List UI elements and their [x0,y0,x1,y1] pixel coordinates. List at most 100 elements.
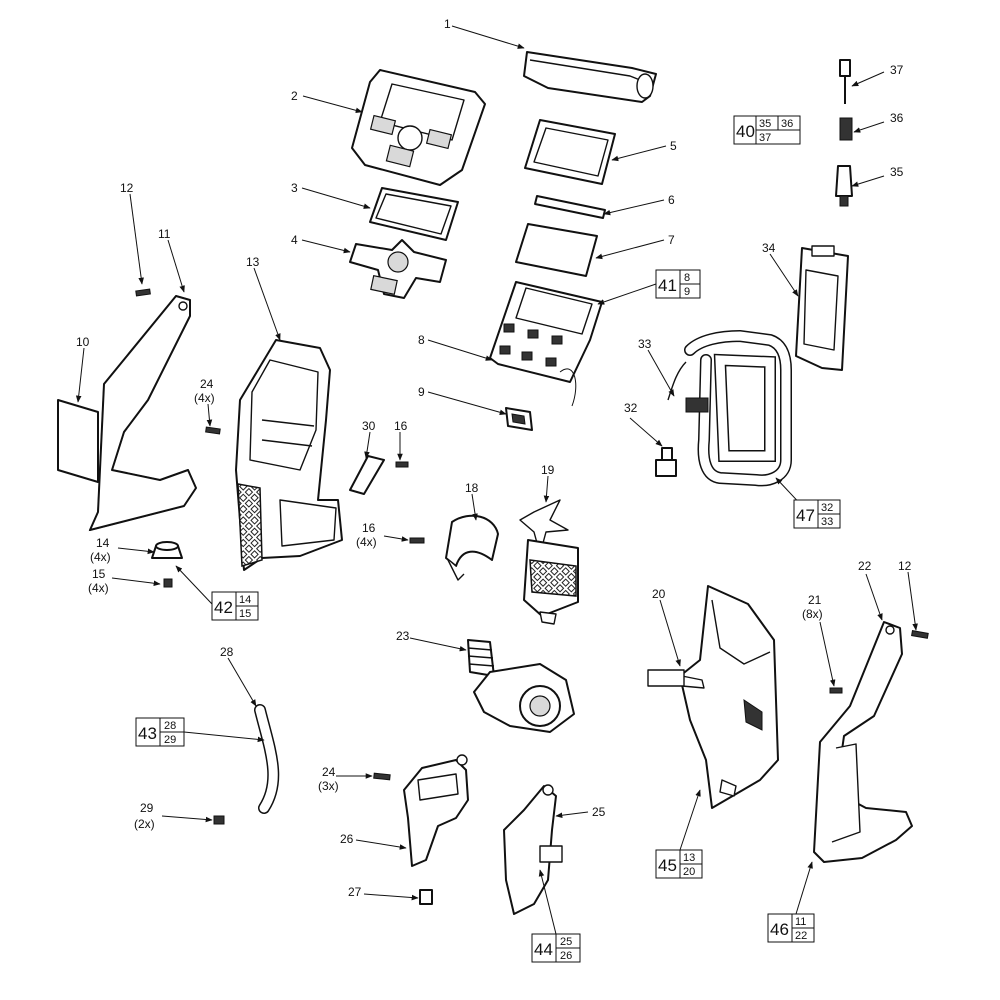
callout-1: 1 [444,17,451,31]
part-19-motor [519,499,579,625]
kit-44-part-a: 25 [560,936,572,948]
part-27-clip [419,889,433,905]
kit-47-part-b: 33 [821,516,833,528]
part-16-screw-a [395,461,409,468]
kit-45-part-a: 13 [683,852,695,864]
callout-15-qty: (4x) [88,581,109,595]
part-36-adapter [839,117,853,141]
part-23-pump [467,639,575,733]
part-28-hose [254,704,280,814]
leader-lines [75,25,918,935]
part-14-foot [151,541,183,559]
kit-43-part-a: 28 [164,720,176,732]
part-15-screw [163,578,173,588]
callout-36: 36 [890,111,904,125]
callout-12a: 12 [120,181,134,195]
callout-11: 11 [158,227,171,241]
part-26-trigger-housing [403,754,469,867]
part-21-screw [829,687,843,694]
kit-46-main: 46 [770,920,789,939]
callout-13: 13 [246,255,260,269]
kit-box-44: 44 25 26 [531,933,581,963]
part-24-screw-b [373,772,391,781]
callout-26: 26 [340,832,354,846]
callout-24a: 24 [200,377,214,391]
part-24-screw-a [205,426,221,435]
part-7-lcd [515,223,598,277]
kit-41-part-b: 9 [684,286,690,298]
callout-16a: 16 [394,419,408,433]
kit-40-part-a: 35 [759,118,771,130]
callout-8: 8 [418,333,425,347]
callout-4: 4 [291,233,298,247]
part-2-bezel [351,69,486,186]
callout-33: 33 [638,337,652,351]
part-34-holder [795,245,849,371]
callout-27: 27 [348,885,362,899]
kit-45-main: 45 [658,856,677,875]
kit-41-part-a: 8 [684,272,690,284]
part-5-display-frame [524,119,616,185]
kit-42-main: 42 [214,598,233,617]
part-8-pcb [489,281,603,407]
kit-45-part-b: 20 [683,866,695,878]
callout-30: 30 [362,419,376,433]
callout-2: 2 [291,89,298,103]
callout-23: 23 [396,629,410,643]
kit-40-main: 40 [736,122,755,141]
kit-42-part-a: 14 [239,594,251,606]
callout-25: 25 [592,805,606,819]
callout-24a-qty: (4x) [194,391,215,405]
callout-labels: 1 2 3 4 5 6 7 8 9 10 11 12 12 13 14 (4x)… [76,17,912,899]
part-32-valve [655,447,677,477]
kit-44-main: 44 [534,940,553,959]
callout-21: 21 [808,593,822,607]
kit-box-46: 46 11 22 [767,913,815,943]
callout-5: 5 [670,139,677,153]
callout-3: 3 [291,181,298,195]
kit-43-part-b: 29 [164,734,176,746]
callout-18: 18 [465,481,479,495]
part-20-right-cover [647,585,779,809]
part-18-bracket [445,514,499,581]
callout-32: 32 [624,401,638,415]
kit-42-part-b: 15 [239,608,251,620]
kit-40-part-b: 36 [781,118,793,130]
part-16-screw-b [409,537,425,544]
kit-box-47: 47 32 33 [793,499,841,529]
callout-19: 19 [541,463,555,477]
kit-box-43: 43 28 29 [135,717,185,747]
kit-40-part-c: 37 [759,132,771,144]
kit-box-42: 42 14 15 [211,591,259,621]
part-37-needle [839,59,851,104]
callout-16b-qty: (4x) [356,535,377,549]
callout-9: 9 [418,385,425,399]
callout-28: 28 [220,645,234,659]
kit-box-40: 40 35 36 37 [733,115,801,145]
kit-43-main: 43 [138,724,157,743]
part-29-clip [213,815,225,825]
part-10-label [57,399,99,483]
callout-6: 6 [668,193,675,207]
part-22-right-frame [813,621,913,863]
callout-21-qty: (8x) [802,607,823,621]
kit-box-41: 41 8 9 [655,269,701,299]
kit-47-part-a: 32 [821,502,833,514]
part-25-cover [503,784,563,915]
part-12-screw-right [911,630,929,639]
part-12-screw-left [135,288,151,297]
callout-12b: 12 [898,559,912,573]
part-35-nozzle [835,165,853,207]
callout-7: 7 [668,233,675,247]
callout-29-qty: (2x) [134,817,155,831]
callout-15: 15 [92,567,106,581]
part-11-left-frame [88,295,197,532]
callout-24b-qty: (3x) [318,779,339,793]
callout-14-qty: (4x) [90,550,111,564]
callout-20: 20 [652,587,666,601]
kit-46-part-b: 22 [795,930,807,942]
part-3-gasket [369,187,459,241]
part-4-button-pad [349,239,447,299]
callout-29: 29 [140,801,154,815]
